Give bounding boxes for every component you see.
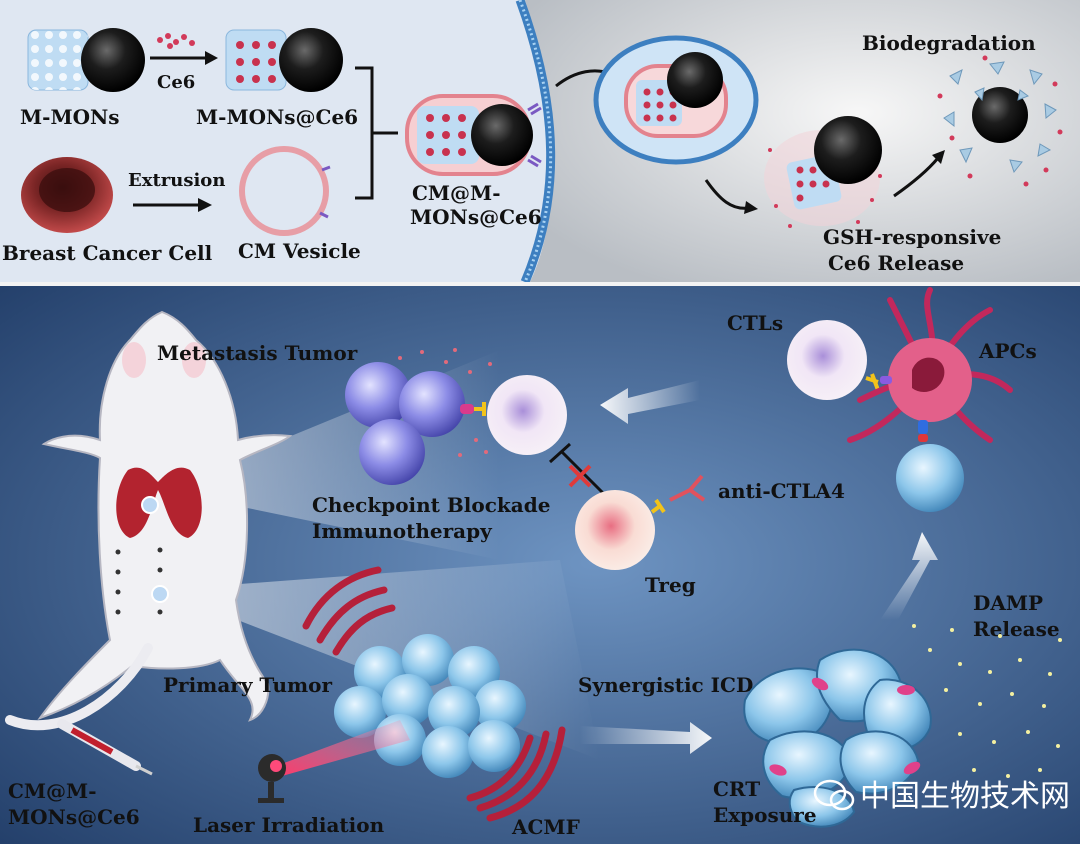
label-cm-m-mons-ce6-line2: MONs@Ce6 xyxy=(410,205,542,229)
mouse-icon xyxy=(5,310,293,731)
apc-cell-icon xyxy=(847,287,1013,443)
dying-tumor-cells xyxy=(743,648,932,828)
label-synergistic-icd: Synergistic ICD xyxy=(578,673,753,697)
combination-bracket xyxy=(355,66,398,200)
label-breast-cancer-cell: Breast Cancer Cell xyxy=(2,241,213,265)
watermark-text: 中国生物技术网 xyxy=(860,779,1070,814)
antibody-icon xyxy=(669,474,706,502)
cm-vesicle-icon xyxy=(239,146,329,236)
acmf-waves-top xyxy=(302,566,396,656)
treg-cell-icon xyxy=(575,474,706,570)
laser-device-icon xyxy=(258,754,286,803)
metastasis-tumor-cells xyxy=(345,348,492,485)
label-gsh-responsive: GSH-responsive xyxy=(823,225,1001,249)
m-mons-particle xyxy=(27,28,145,92)
label-injection-line1: CM@M- xyxy=(8,779,97,803)
cell-membrane-pattern xyxy=(518,0,553,283)
m-mons-ce6-particle xyxy=(225,28,343,92)
arrow-ctl-migration xyxy=(600,380,700,424)
label-cm-m-mons-ce6-line1: CM@M- xyxy=(412,181,501,205)
label-apcs: APCs xyxy=(978,339,1037,363)
syringe-icon xyxy=(57,719,153,776)
label-m-mons-ce6: M-MONs@Ce6 xyxy=(196,105,358,129)
degraded-particle xyxy=(937,55,1063,187)
label-ctls: CTLs xyxy=(727,311,783,335)
top-panel: M-MONs Ce6 M-MONs@Ce6 Breast Cancer Cell xyxy=(0,0,1080,284)
label-anti-ctla4: anti-CTLA4 xyxy=(718,479,845,503)
arrow-damp-to-apc xyxy=(880,532,938,620)
endosome-icon xyxy=(593,35,759,165)
label-ce6-release: Ce6 Release xyxy=(828,251,964,275)
breast-cancer-cell-icon xyxy=(21,157,113,233)
label-damp: DAMP xyxy=(973,591,1043,615)
naive-t-cell-icon xyxy=(896,444,964,512)
label-treg: Treg xyxy=(645,573,696,597)
label-extrusion: Extrusion xyxy=(128,170,225,191)
gsh-release-particle xyxy=(764,116,882,228)
wechat-watermark: 中国生物技术网 xyxy=(813,779,1070,814)
t-cell-icon xyxy=(460,375,567,455)
label-biodegradation: Biodegradation xyxy=(862,31,1036,55)
label-acmf: ACMF xyxy=(511,815,580,839)
cm-m-mons-ce6-particle xyxy=(405,94,542,176)
damp-particles xyxy=(912,624,1062,778)
label-primary-tumor: Primary Tumor xyxy=(163,673,333,697)
laser-beam xyxy=(276,720,410,776)
label-checkpoint-blockade: Checkpoint Blockade xyxy=(312,493,550,517)
label-m-mons: M-MONs xyxy=(20,105,120,129)
wechat-icon xyxy=(813,779,847,807)
label-laser-irradiation: Laser Irradiation xyxy=(193,813,385,837)
label-damp-release: Release xyxy=(973,617,1060,641)
acmf-waves-bottom xyxy=(466,726,566,822)
bottom-panel: Metastasis Tumor xyxy=(0,282,1080,844)
label-immunotherapy: Immunotherapy xyxy=(312,519,493,543)
label-ce6: Ce6 xyxy=(157,72,195,93)
label-metastasis-tumor: Metastasis Tumor xyxy=(157,341,358,365)
ce6-molecules xyxy=(157,33,195,49)
arrow-biodegradation xyxy=(893,157,940,198)
black-nanoparticle-icon xyxy=(81,28,145,92)
ctla4-inhibition-icon xyxy=(548,442,610,500)
label-crt-exposure: Exposure xyxy=(713,803,817,827)
label-injection-line2: MONs@Ce6 xyxy=(8,805,140,829)
label-crt: CRT xyxy=(713,777,760,801)
ctl-cell-icon xyxy=(787,320,880,400)
lungs-icon xyxy=(116,467,202,538)
label-cm-vesicle: CM Vesicle xyxy=(238,239,361,263)
arrow-synergistic-icd xyxy=(580,722,712,754)
arrow-release xyxy=(704,179,749,210)
